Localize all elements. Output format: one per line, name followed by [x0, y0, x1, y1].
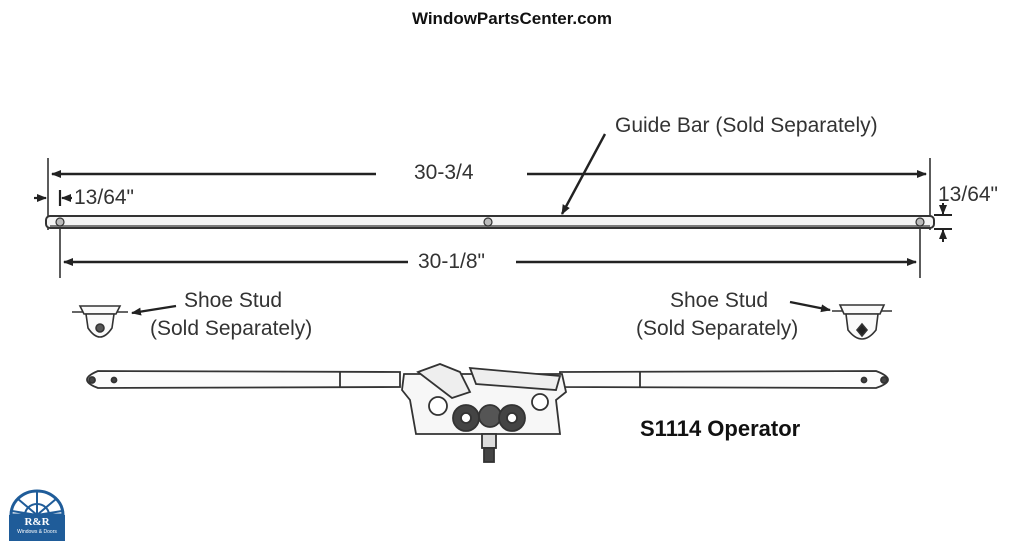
shoe-stud-left	[72, 305, 128, 338]
guide-bar	[45, 215, 935, 229]
bar-height-dimension	[934, 203, 952, 242]
shoe-stud-right	[832, 304, 892, 340]
shoe-stud-left-callout: Shoe Stud	[184, 289, 283, 312]
hole-spacing-label: 30-1/8"	[418, 250, 485, 273]
end-offset-dimension	[34, 190, 72, 206]
operator-body	[401, 363, 568, 463]
company-logo	[9, 489, 65, 541]
shoe-stud-right-leader	[789, 300, 831, 313]
shoe-stud-left-callout-note: (Sold Separately)	[150, 317, 313, 340]
shoe-stud-left-leader	[131, 304, 177, 316]
bar-height-label: 13/64"	[938, 183, 999, 206]
end-offset-label: 13/64"	[74, 186, 135, 209]
shoe-stud-right-callout-note: (Sold Separately)	[636, 317, 799, 340]
overall-length-label: 30-3/4	[414, 161, 474, 184]
guide-bar-leader	[560, 133, 607, 215]
logo-tagline: Windows & Doors	[17, 529, 57, 535]
site-title: WindowPartsCenter.com	[411, 9, 613, 28]
shoe-stud-right-callout: Shoe Stud	[670, 289, 769, 312]
logo-mark: R&R	[24, 516, 50, 528]
operator-arms	[86, 370, 889, 389]
guide-bar-callout: Guide Bar (Sold Separately)	[615, 114, 878, 137]
product-name: S1114 Operator	[640, 416, 801, 441]
